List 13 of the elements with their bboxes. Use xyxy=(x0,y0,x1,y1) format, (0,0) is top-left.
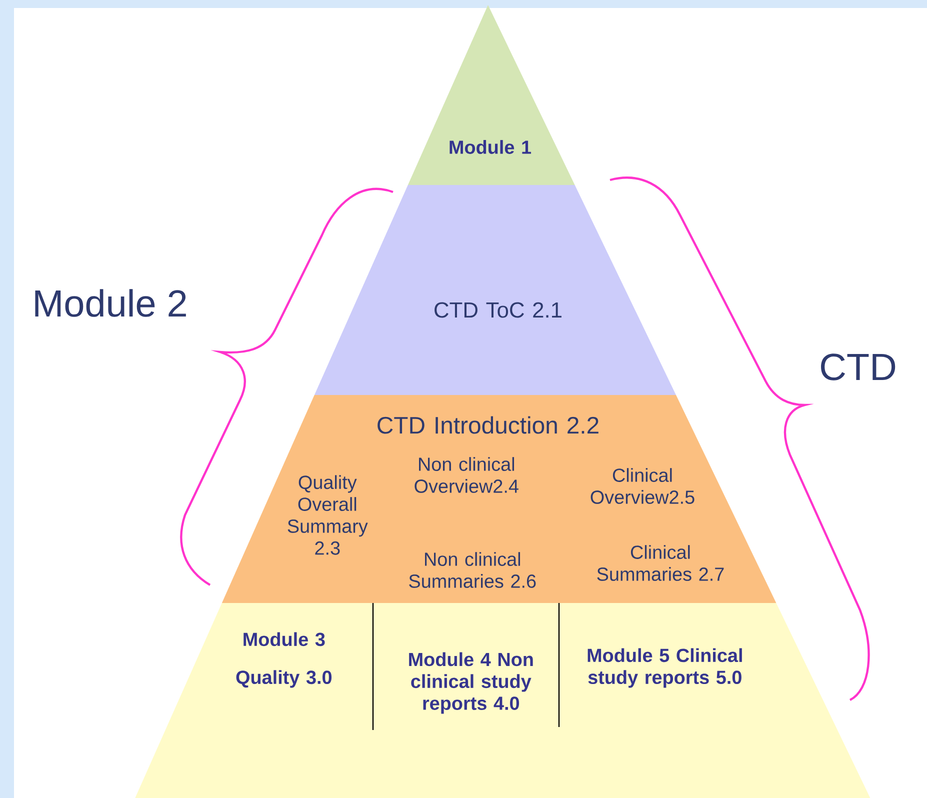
section-label: Quality Overall Summary 2.3 xyxy=(288,475,368,555)
section-label: Clinical Overview2.5 xyxy=(590,468,694,504)
section-label: Clinical Summaries 2.7 xyxy=(597,545,724,581)
bracket-label: Module 2 xyxy=(35,289,186,317)
section-label: Non clinical Overview2.4 xyxy=(414,457,518,493)
section-label: Non clinical Summaries 2.6 xyxy=(409,552,536,588)
pyramid-band xyxy=(135,603,870,798)
pyramid-band: CTD ToC 2.1 xyxy=(314,185,676,395)
pyramid-band: Module 1 xyxy=(408,5,575,185)
section-label: Module 4 Non clinical study reports 4.0 xyxy=(409,652,533,714)
bracket-label: CTD xyxy=(821,354,896,380)
section-label: Module 3 Quality 3.0 xyxy=(236,632,332,688)
section-label: Module 5 Clinical study reports 5.0 xyxy=(588,648,742,688)
